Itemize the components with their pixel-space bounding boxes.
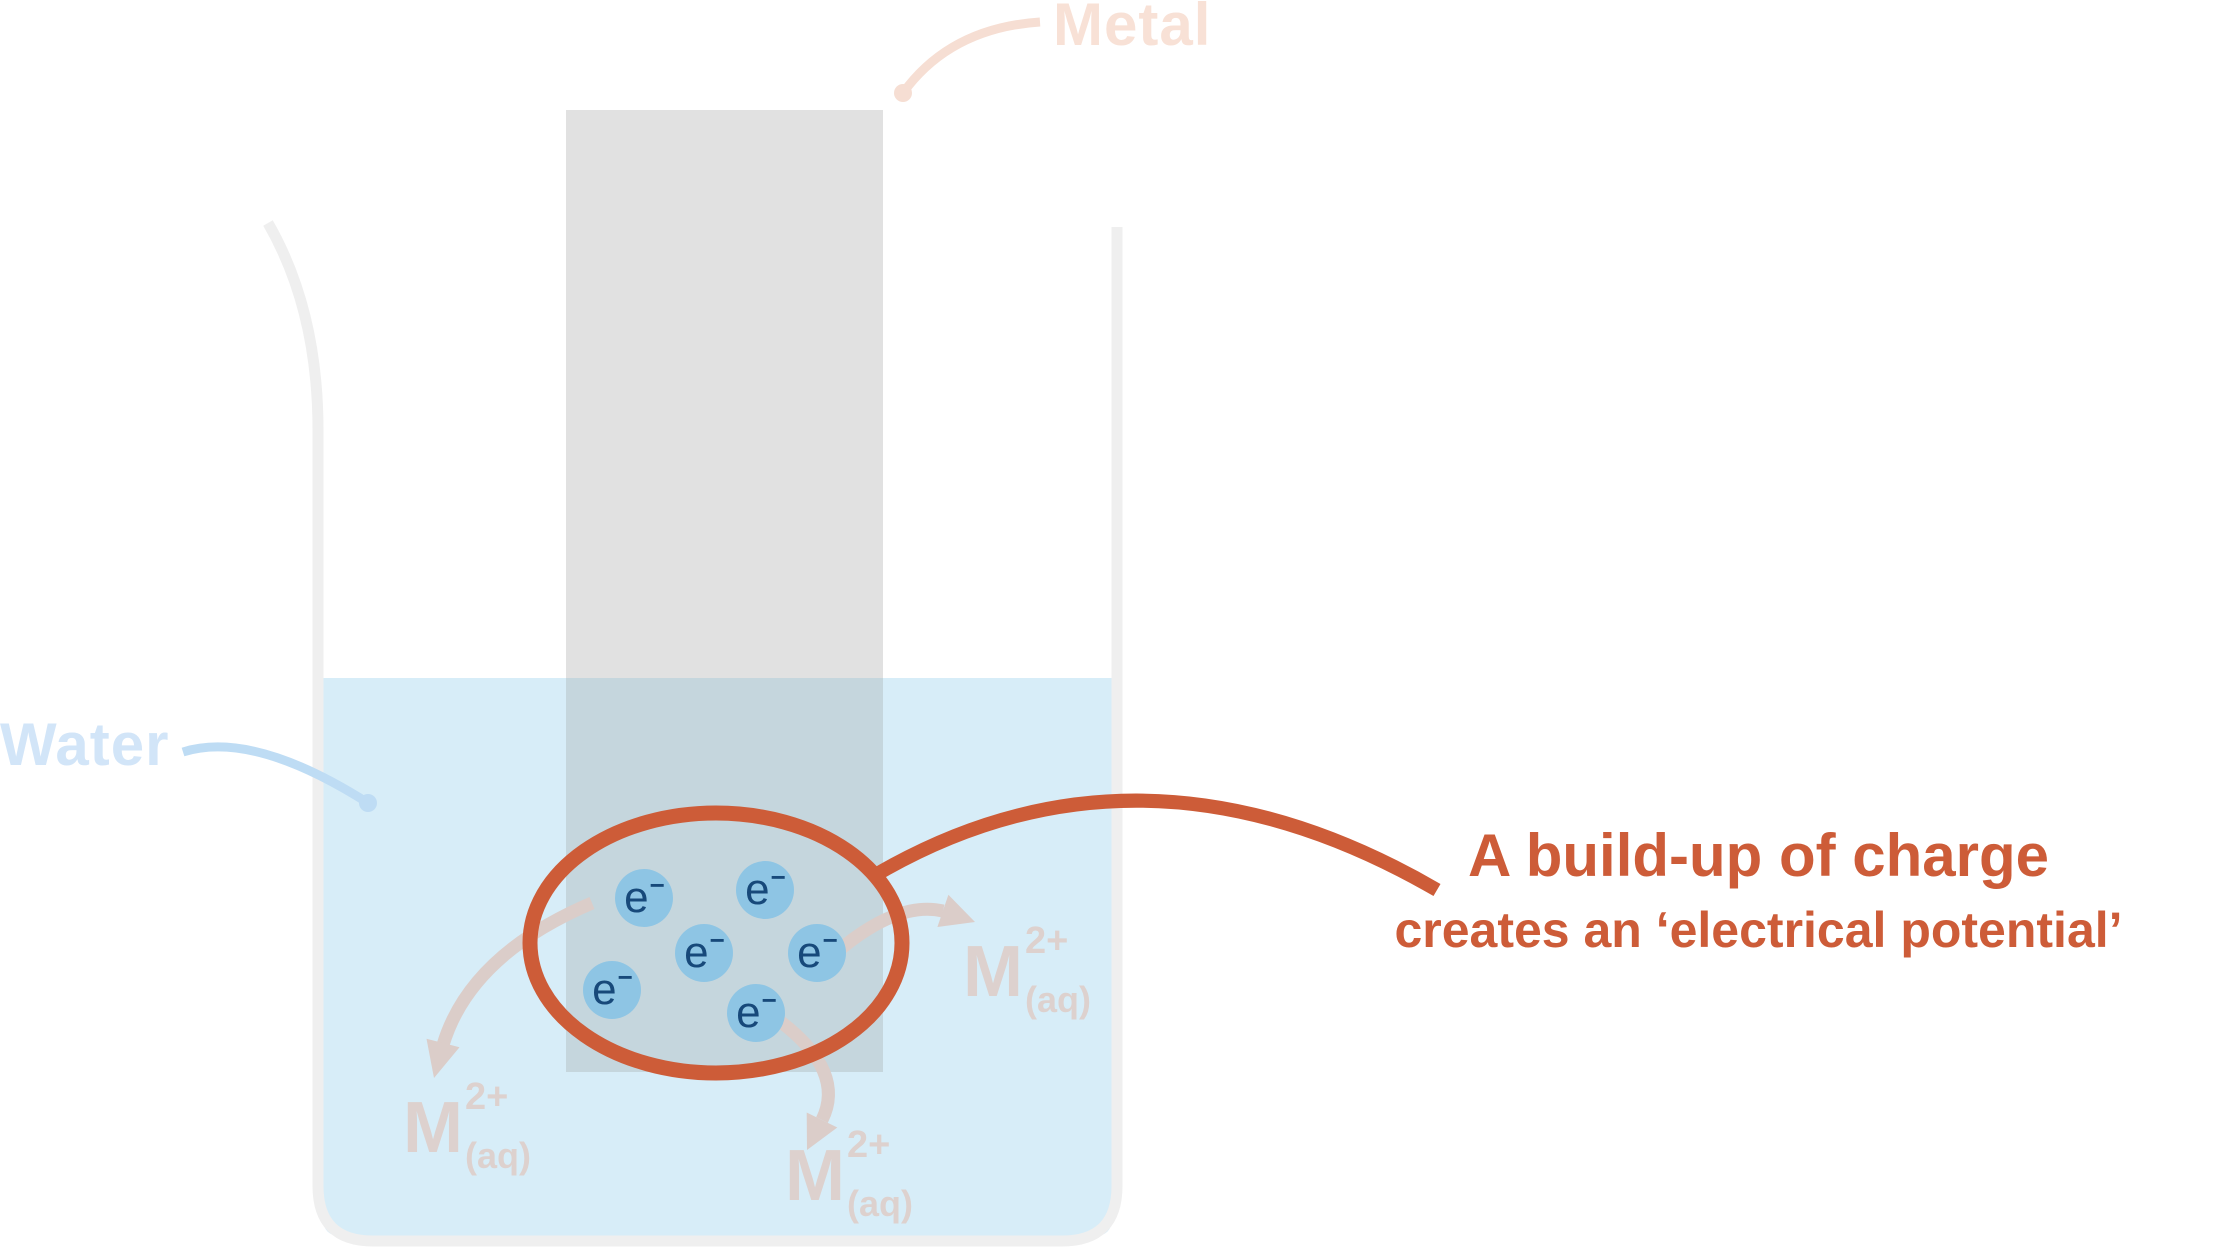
metal-electrode-above-water — [566, 110, 883, 678]
ion-state: (aq) — [464, 1135, 531, 1176]
annotation-line-1: A build-up of charge — [1467, 822, 2050, 889]
ion-arrowhead-left-icon — [426, 1038, 460, 1078]
metal-ion-label-right: M 2+ (aq) — [963, 922, 1091, 1018]
ion-symbol: M — [403, 1088, 463, 1168]
metal-ion-label-left: M 2+ (aq) — [403, 1078, 531, 1174]
ion-symbol: M — [785, 1136, 845, 1216]
ion-arrowhead-bottom-icon — [806, 1112, 838, 1150]
annotation-line-2: creates an ‘electrical potential’ — [1394, 902, 2123, 958]
metal-pointer-curve — [899, 17, 1041, 96]
electron-symbol: e — [592, 965, 617, 1014]
beaker-outline — [263, 220, 1123, 1247]
ion-symbol: M — [963, 932, 1023, 1012]
electron-particle: e− — [675, 924, 733, 982]
annotation-text: A build-up of charge creates an ‘electri… — [1290, 818, 2227, 968]
ion-charge: 2+ — [464, 1076, 509, 1118]
electron-particle: e− — [727, 984, 785, 1042]
electron-particle: e− — [615, 869, 673, 927]
metal-pointer-dot — [894, 84, 912, 102]
water-label: Water — [0, 711, 170, 778]
electron-symbol: e — [745, 865, 770, 914]
water-pointer-curve — [181, 742, 371, 807]
ion-charge: 2+ — [1024, 920, 1069, 962]
electron-particle: e− — [788, 924, 846, 982]
ion-arrowhead-right-icon — [937, 894, 975, 927]
ion-state: (aq) — [846, 1183, 913, 1224]
metal-ion-label-bottom: M 2+ (aq) — [785, 1126, 913, 1222]
electron-symbol: e — [624, 873, 649, 922]
water-pointer-dot — [359, 794, 377, 812]
electron-symbol: e — [797, 928, 822, 977]
electron-symbol: e — [736, 988, 761, 1037]
ion-state: (aq) — [1024, 979, 1091, 1020]
ion-charge: 2+ — [846, 1124, 891, 1166]
electron-particle: e− — [583, 961, 641, 1019]
electron-particle: e− — [736, 861, 794, 919]
metal-label: Metal — [1053, 0, 1212, 58]
electron-symbol: e — [684, 928, 709, 977]
